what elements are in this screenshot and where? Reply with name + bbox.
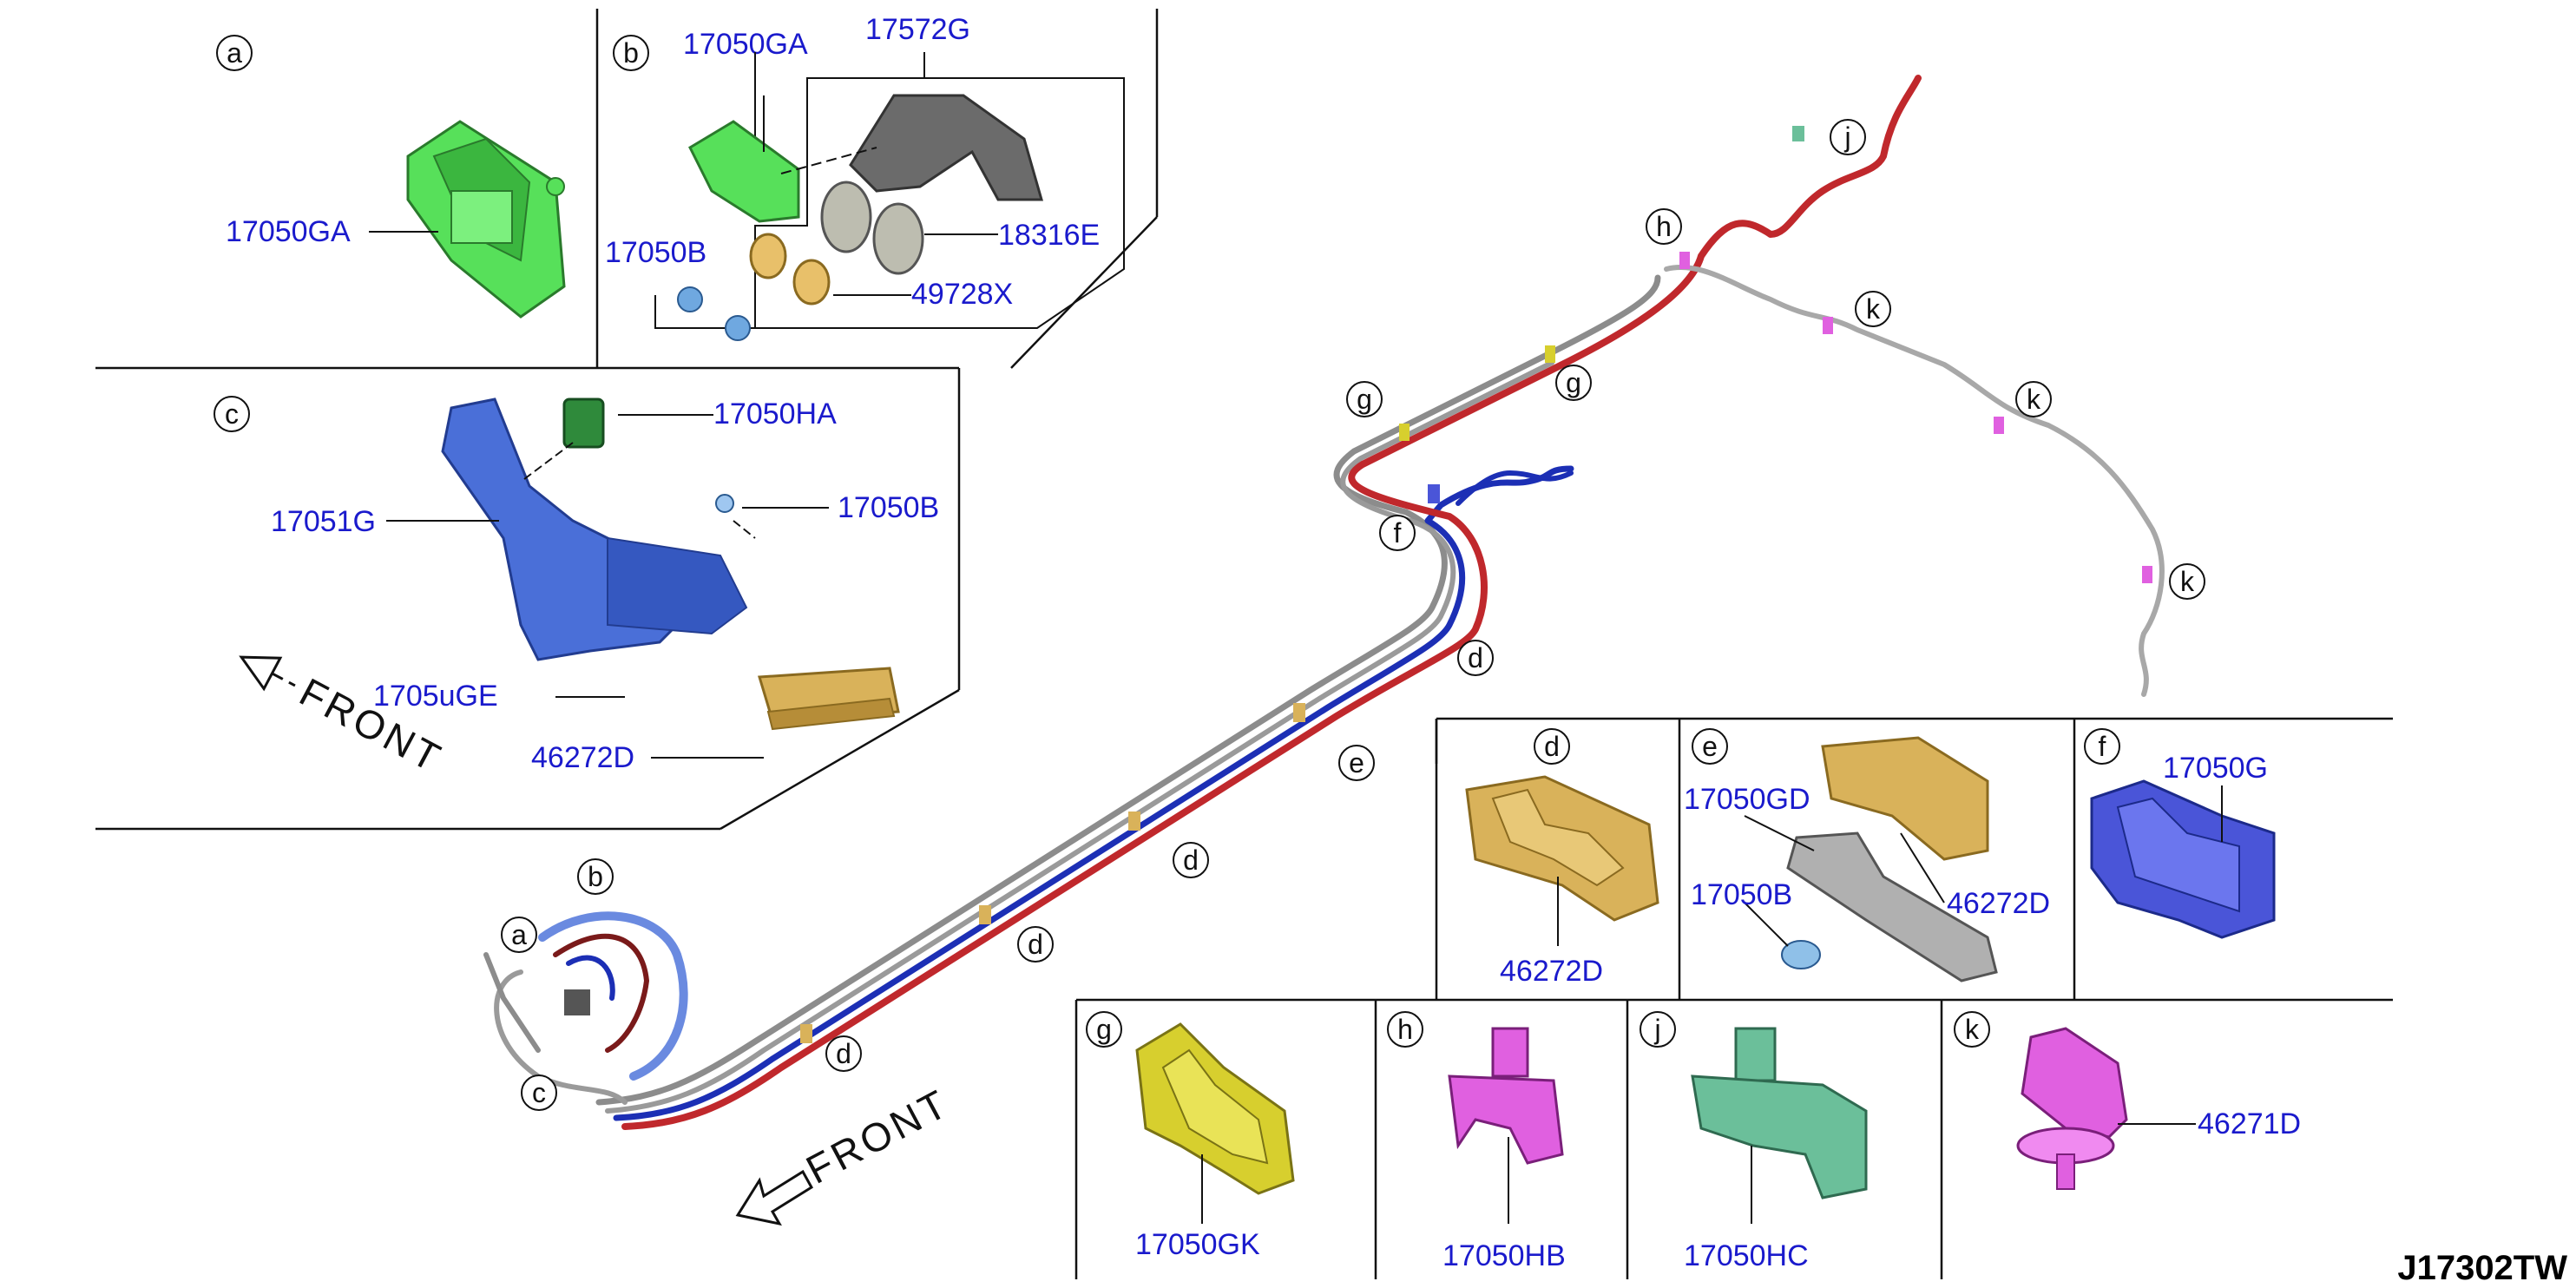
panel-c-letter: c bbox=[225, 398, 239, 430]
panel-c: c 17050HA 17051G 17050B 1705uGE 46272D F… bbox=[214, 396, 939, 782]
diagram-code: J17302TW bbox=[2397, 1249, 2567, 1287]
svg-text:c: c bbox=[532, 1077, 546, 1108]
part-46272D-d: 46272D bbox=[1500, 955, 1603, 988]
callout-c: c bbox=[521, 1074, 557, 1111]
callout-d-4: d bbox=[1457, 640, 1494, 676]
svg-text:g: g bbox=[1566, 367, 1581, 398]
panel-frames bbox=[95, 9, 2393, 1279]
svg-text:g: g bbox=[1357, 384, 1372, 415]
panel-f: f 17050G bbox=[2084, 728, 2276, 939]
panel-e: e 17050GD 17050B 46272D bbox=[1684, 728, 2050, 982]
svg-text:b: b bbox=[588, 861, 603, 892]
callout-k-1: k bbox=[1855, 291, 1891, 327]
part-17050HB: 17050HB bbox=[1442, 1239, 1566, 1272]
panel-g-letter: g bbox=[1096, 1014, 1112, 1045]
panel-b-letter: b bbox=[623, 37, 639, 69]
callout-d-1: d bbox=[825, 1035, 862, 1072]
panel-h-letter: h bbox=[1397, 1014, 1413, 1045]
part-17051G: 17051G bbox=[271, 505, 376, 538]
tube-routing bbox=[483, 75, 2165, 1130]
part-17050GD: 17050GD bbox=[1684, 783, 1810, 816]
svg-text:j: j bbox=[1843, 122, 1850, 153]
panel-a: a 17050GA bbox=[216, 35, 566, 319]
panel-k-letter: k bbox=[1965, 1014, 1980, 1045]
callout-k-2: k bbox=[2015, 381, 2052, 417]
callout-h: h bbox=[1646, 208, 1682, 245]
panel-e-letter: e bbox=[1702, 731, 1718, 762]
part-17050G: 17050G bbox=[2163, 752, 2268, 785]
callout-f: f bbox=[1379, 515, 1416, 551]
part-17050GA-a: 17050GA bbox=[226, 215, 351, 248]
panel-b: b 17050GA 17572G 18316E 17050B 49728X bbox=[605, 13, 1125, 341]
callout-g-1: g bbox=[1346, 381, 1383, 417]
svg-text:d: d bbox=[1183, 844, 1199, 876]
part-49728X: 49728X bbox=[911, 278, 1013, 311]
callout-b: b bbox=[577, 858, 614, 895]
part-17050B-e: 17050B bbox=[1691, 878, 1792, 911]
panel-k: k 46271D bbox=[1954, 1011, 2301, 1190]
svg-text:e: e bbox=[1349, 747, 1364, 779]
panel-j: j 17050HC bbox=[1640, 1011, 1868, 1272]
part-17050GE: 1705uGE bbox=[373, 680, 498, 713]
svg-text:h: h bbox=[1656, 211, 1672, 242]
panel-j-letter: j bbox=[1653, 1014, 1660, 1045]
svg-text:k: k bbox=[2027, 384, 2041, 415]
panel-g: g 17050GK bbox=[1086, 1011, 1295, 1261]
callout-k-3: k bbox=[2169, 563, 2205, 600]
svg-text:a: a bbox=[511, 919, 527, 950]
callout-g-2: g bbox=[1555, 365, 1592, 401]
part-17050HC: 17050HC bbox=[1684, 1239, 1809, 1272]
callout-e: e bbox=[1338, 745, 1375, 781]
clip-markers bbox=[564, 126, 2152, 1043]
part-17572G: 17572G bbox=[865, 13, 970, 46]
part-17050GA-b: 17050GA bbox=[683, 28, 808, 61]
part-46271D: 46271D bbox=[2198, 1107, 2301, 1140]
panel-f-letter: f bbox=[2099, 731, 2106, 762]
part-46272D-e: 46272D bbox=[1947, 887, 2050, 920]
main-callouts: a b c d d d d e f g g h j k k k bbox=[501, 119, 2205, 1111]
svg-text:k: k bbox=[2180, 566, 2195, 597]
panel-a-letter: a bbox=[227, 37, 242, 69]
front-label-main: FRONT bbox=[798, 1080, 956, 1193]
part-17050B-c: 17050B bbox=[838, 491, 939, 524]
svg-text:d: d bbox=[1028, 929, 1043, 960]
panel-h: h 17050HB bbox=[1387, 1011, 1566, 1272]
callout-d-3: d bbox=[1173, 842, 1209, 878]
part-17050B-b: 17050B bbox=[605, 236, 706, 269]
part-17050GK: 17050GK bbox=[1135, 1228, 1260, 1261]
svg-text:d: d bbox=[1468, 642, 1483, 674]
svg-text:d: d bbox=[836, 1038, 851, 1069]
part-17050HA: 17050HA bbox=[713, 398, 837, 430]
panel-d-letter: d bbox=[1544, 731, 1560, 762]
part-46272D-c: 46272D bbox=[531, 741, 634, 774]
callout-d-2: d bbox=[1017, 926, 1054, 963]
front-arrow-main: FRONT bbox=[735, 1080, 956, 1226]
callout-a: a bbox=[501, 917, 537, 953]
panel-d: d 46272D bbox=[1465, 728, 1659, 988]
svg-text:f: f bbox=[1394, 517, 1402, 549]
svg-text:k: k bbox=[1866, 293, 1881, 325]
part-18316E: 18316E bbox=[998, 219, 1100, 252]
green-clip-illustration bbox=[406, 120, 566, 319]
callout-j: j bbox=[1830, 119, 1866, 155]
